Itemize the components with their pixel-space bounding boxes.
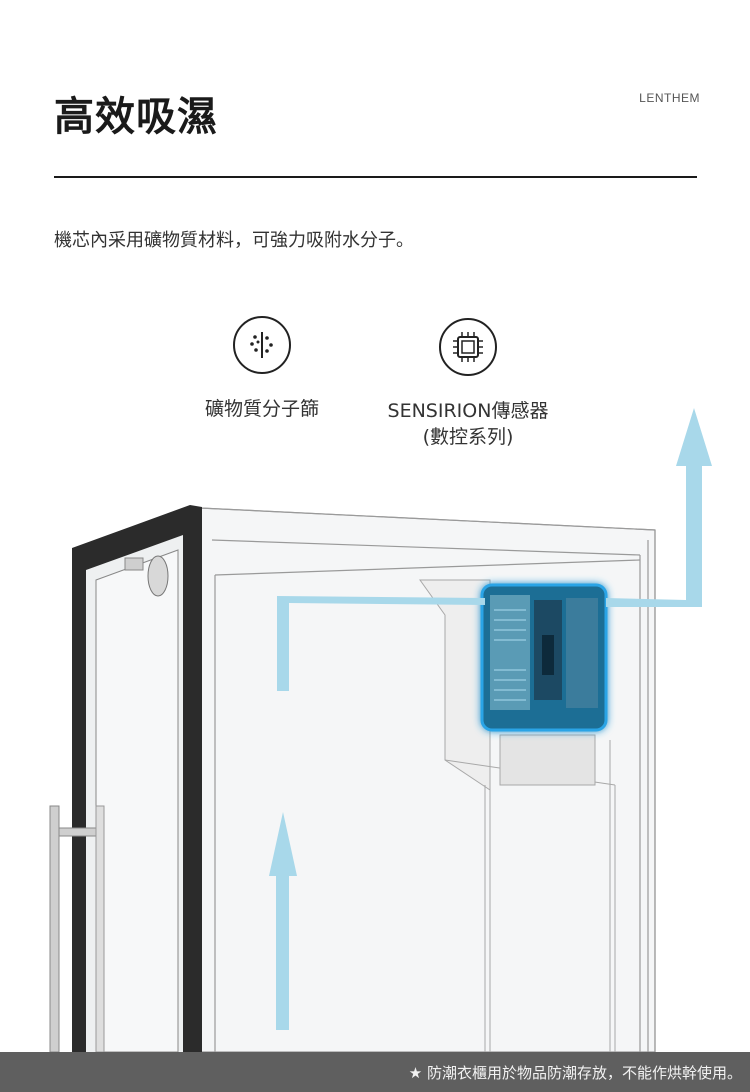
page-title: 高效吸濕	[54, 94, 218, 140]
feature-label-line2: (數控系列)	[422, 426, 514, 448]
feature-sensor: SENSIRION傳感器 (數控系列)	[378, 318, 558, 450]
airflow-exhaust-arrow	[606, 408, 712, 607]
brand-logo-text: LENTHEM	[639, 91, 700, 105]
subtitle: 機芯內采用礦物質材料，可強力吸附水分子。	[54, 230, 414, 251]
door-handle	[49, 805, 105, 1052]
footer-bar: ★ 防潮衣櫃用於物品防潮存放，不能作烘幹使用。	[0, 1052, 750, 1092]
molecular-sieve-icon	[233, 316, 291, 374]
sensor-chip-icon	[439, 318, 497, 376]
cabinet-door	[72, 505, 202, 1052]
module-housing	[419, 579, 616, 1052]
feature-label: 礦物質分子篩	[204, 398, 319, 420]
feature-label-line1: SENSIRION傳感器	[387, 400, 549, 422]
feature-molecular-sieve: 礦物質分子篩	[190, 316, 334, 422]
feature-label: SENSIRION傳感器 (數控系列)	[378, 398, 558, 450]
cabinet-illustration	[49, 408, 712, 1052]
divider	[54, 176, 697, 178]
airflow-up-arrow	[269, 812, 297, 1030]
dehumidifier-module	[480, 583, 608, 732]
airflow-arrows	[269, 408, 712, 1030]
footer-note: ★ 防潮衣櫃用於物品防潮存放，不能作烘幹使用。	[408, 1064, 742, 1082]
